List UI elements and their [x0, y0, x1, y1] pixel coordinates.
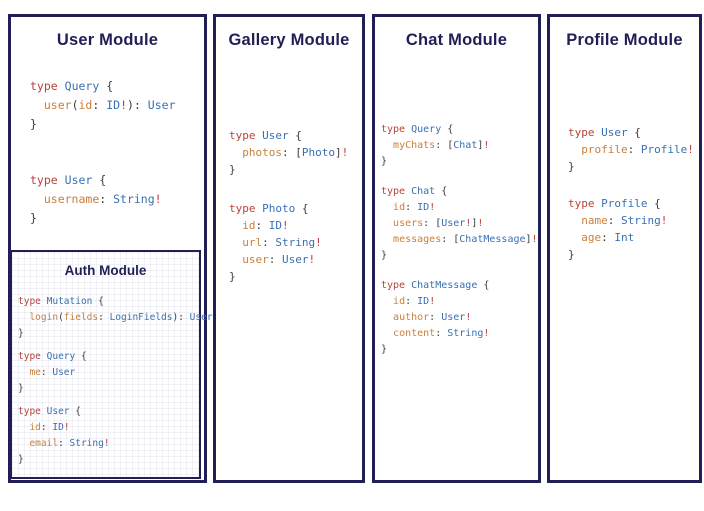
code-block: type Mutation { login(fields: LoginField… [18, 294, 213, 342]
code-line: type User { [30, 173, 107, 187]
code-line: type User { [229, 129, 302, 142]
code-line: type ChatMessage { [381, 280, 490, 291]
code-block: type ChatMessage { id: ID! author: User!… [381, 278, 538, 358]
code-block: type Query { myChats: [Chat]!} [381, 122, 538, 170]
code-line: email: String! [29, 438, 110, 449]
code-line: type Query { [18, 351, 87, 362]
code-line: id: ID! [29, 422, 70, 433]
code-line: } [381, 344, 388, 355]
code-block: type User { username: String!} [30, 171, 176, 228]
gallery-module-code: type User { photos: [Photo]!}type Photo … [229, 127, 348, 307]
code-block: type User { profile: Profile!} [568, 124, 694, 175]
code-line: user(id: ID!): User [43, 98, 176, 112]
profile-module-code: type User { profile: Profile!}type Profi… [568, 124, 694, 283]
code-line: author: User! [393, 312, 472, 323]
code-line: type Chat { [381, 186, 448, 197]
code-line: profile: Profile! [581, 143, 694, 156]
code-line: type User { [568, 126, 641, 139]
code-block: type User { id: ID! email: String!} [18, 404, 213, 468]
code-line: id: ID! [393, 296, 436, 307]
chat-module-title: Chat Module [405, 31, 508, 49]
code-line: type Query { [30, 79, 114, 93]
code-line: messages: [ChatMessage]! [393, 234, 538, 245]
user-module-code: type Query { user(id: ID!): User}type Us… [30, 77, 176, 265]
code-line: type Query { [381, 124, 454, 135]
code-line: me: User [29, 367, 76, 378]
user-module-title: User Module [56, 31, 159, 49]
auth-module-title: Auth Module [64, 263, 147, 278]
code-block: type Query { me: User} [18, 349, 213, 397]
code-line: } [229, 163, 236, 176]
code-line: url: String! [242, 236, 322, 249]
code-line: } [229, 270, 236, 283]
code-block: type Photo { id: ID! url: String! user: … [229, 200, 348, 285]
code-line: id: ID! [393, 202, 436, 213]
code-line: } [381, 156, 388, 167]
code-line: users: [User!]! [393, 218, 484, 229]
profile-module-panel: Profile Module type User { profile: Prof… [547, 14, 702, 483]
code-line: user: User! [242, 253, 316, 266]
code-line: } [30, 117, 37, 131]
chat-module-code: type Query { myChats: [Chat]!}type Chat … [381, 122, 538, 372]
chat-module-panel: Chat Module type Query { myChats: [Chat]… [372, 14, 541, 483]
code-block: type User { photos: [Photo]!} [229, 127, 348, 178]
code-block: type Query { user(id: ID!): User} [30, 77, 176, 134]
code-line: } [30, 211, 37, 225]
code-line: } [18, 454, 24, 465]
code-line: id: ID! [242, 219, 289, 232]
auth-module-panel: Auth Module type Mutation { login(fields… [10, 250, 213, 479]
code-line: } [18, 383, 24, 394]
code-line: username: String! [43, 192, 162, 206]
auth-module-code: type Mutation { login(fields: LoginField… [18, 294, 213, 475]
code-line: name: String! [581, 214, 668, 227]
code-line: } [568, 248, 575, 261]
profile-module-title: Profile Module [566, 31, 683, 49]
code-line: type Photo { [229, 202, 309, 215]
code-line: type Mutation { [18, 296, 104, 307]
gallery-module-panel: Gallery Module type User { photos: [Phot… [213, 14, 365, 483]
code-line: } [568, 160, 575, 173]
code-line: photos: [Photo]! [242, 146, 349, 159]
code-line: content: String! [393, 328, 490, 339]
code-line: type Profile { [568, 197, 661, 210]
code-line: age: Int [581, 231, 635, 244]
code-line: } [18, 328, 24, 339]
code-line: } [381, 250, 388, 261]
code-block: type Chat { id: ID! users: [User!]! mess… [381, 184, 538, 264]
code-line: login(fields: LoginFields): User [29, 312, 213, 323]
code-line: myChats: [Chat]! [393, 140, 490, 151]
code-block: type Profile { name: String! age: Int} [568, 195, 694, 263]
gallery-module-title: Gallery Module [228, 31, 350, 49]
code-line: type User { [18, 406, 81, 417]
